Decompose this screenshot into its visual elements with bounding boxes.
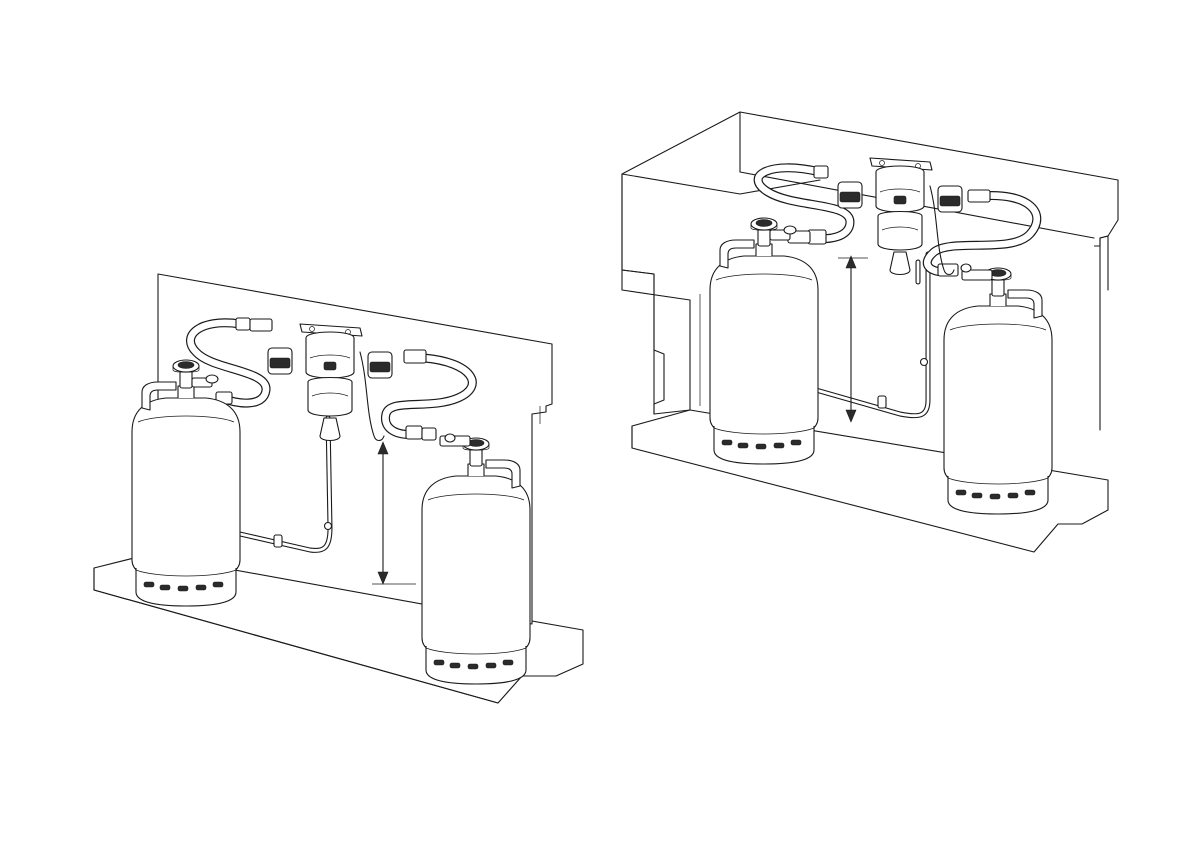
rigid-outlet-pipe [816,254,928,416]
gas-cylinder-left [710,218,818,464]
figure-right-cabinet [622,112,1118,552]
gas-cylinder-right [944,264,1052,514]
figure-left-wall-mounted [94,274,583,703]
